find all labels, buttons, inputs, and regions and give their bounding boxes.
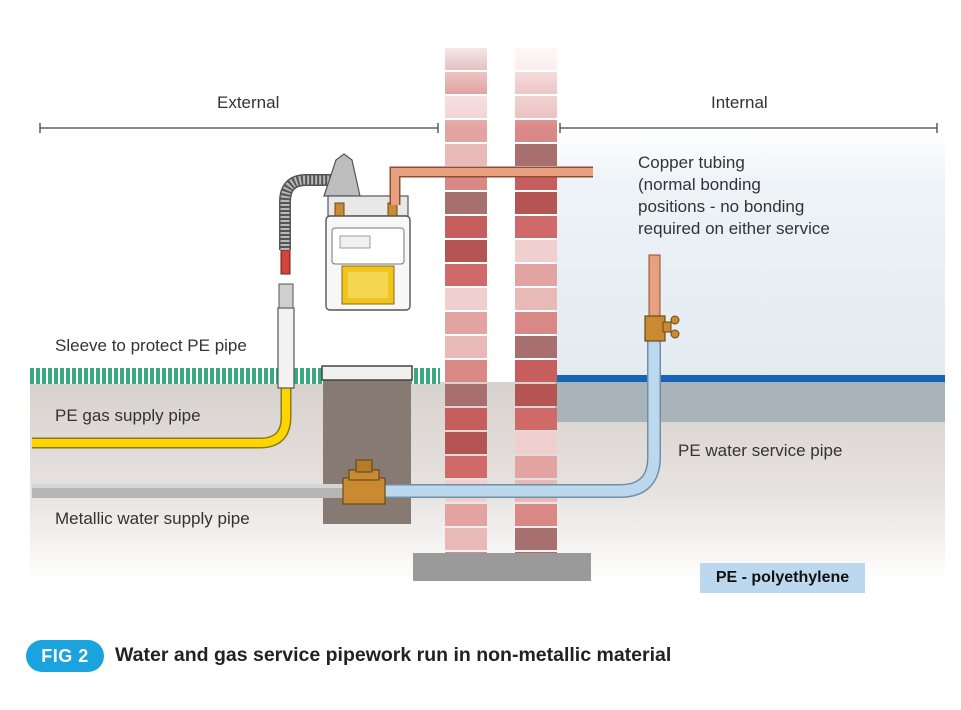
brick — [515, 192, 557, 214]
brick — [445, 288, 487, 310]
brick — [515, 288, 557, 310]
interior-floor-slab — [555, 382, 945, 422]
sleeve-label: Sleeve to protect PE pipe — [55, 336, 247, 355]
brick — [515, 336, 557, 358]
brick — [515, 144, 557, 166]
brick — [515, 408, 557, 430]
gas-emergency-valve — [280, 249, 291, 275]
brick — [445, 264, 487, 286]
external-extent-line — [39, 123, 439, 133]
brick — [445, 384, 487, 406]
brick — [515, 384, 557, 406]
copper-tubing-label-line: (normal bonding — [638, 175, 761, 194]
brick — [445, 456, 487, 478]
pe-water-pipe — [385, 340, 660, 497]
brick — [445, 432, 487, 454]
pe-key-legend: PE - polyethylene — [700, 563, 865, 593]
interior-floor-line — [555, 375, 945, 382]
copper-tubing — [391, 168, 593, 205]
brick — [445, 240, 487, 262]
gas-meter — [323, 153, 411, 311]
metallic-water-pipe-label: Metallic water supply pipe — [55, 509, 250, 528]
pe-gas-pipe — [32, 385, 290, 447]
internal-label: Internal — [711, 93, 768, 112]
brick — [445, 360, 487, 382]
brick — [445, 336, 487, 358]
copper-tubing-label-line: Copper tubing — [638, 153, 745, 172]
protective-sleeve — [277, 307, 295, 389]
gas-connector — [278, 283, 294, 309]
brick — [445, 192, 487, 214]
copper-tubing-label: Copper tubing (normal bonding positions … — [638, 152, 938, 240]
brick — [515, 312, 557, 334]
brick — [515, 240, 557, 262]
pe-gas-pipe-label: PE gas supply pipe — [55, 406, 201, 425]
brick — [445, 504, 487, 526]
internal-stop-tap — [644, 315, 680, 342]
pe-water-pipe-label: PE water service pipe — [678, 441, 843, 460]
brick — [515, 528, 557, 550]
brick — [445, 528, 487, 550]
brick — [515, 216, 557, 238]
brick — [445, 552, 487, 553]
brick — [445, 312, 487, 334]
copper-tubing-label-line: required on either service — [638, 219, 830, 238]
copper-tubing-label-line: positions - no bonding — [638, 197, 805, 216]
brick — [515, 264, 557, 286]
foundation — [413, 553, 591, 581]
internal-copper-riser — [648, 254, 661, 321]
brick-fade-left — [445, 40, 487, 130]
internal-extent-line — [559, 123, 938, 133]
external-label: External — [217, 93, 280, 112]
brick — [515, 432, 557, 454]
brick — [445, 408, 487, 430]
interior-wall — [555, 130, 945, 375]
brick — [515, 456, 557, 478]
brick — [515, 552, 557, 553]
brick — [445, 144, 487, 166]
brick — [515, 360, 557, 382]
figure-badge: FIG 2 — [26, 640, 104, 672]
flexible-hose — [280, 175, 333, 250]
external-stop-valve — [342, 459, 386, 505]
brick — [445, 216, 487, 238]
figure-title: Water and gas service pipework run in no… — [115, 644, 672, 666]
pit-cover — [321, 365, 413, 381]
brick-fade-right — [515, 40, 557, 130]
brick — [515, 504, 557, 526]
